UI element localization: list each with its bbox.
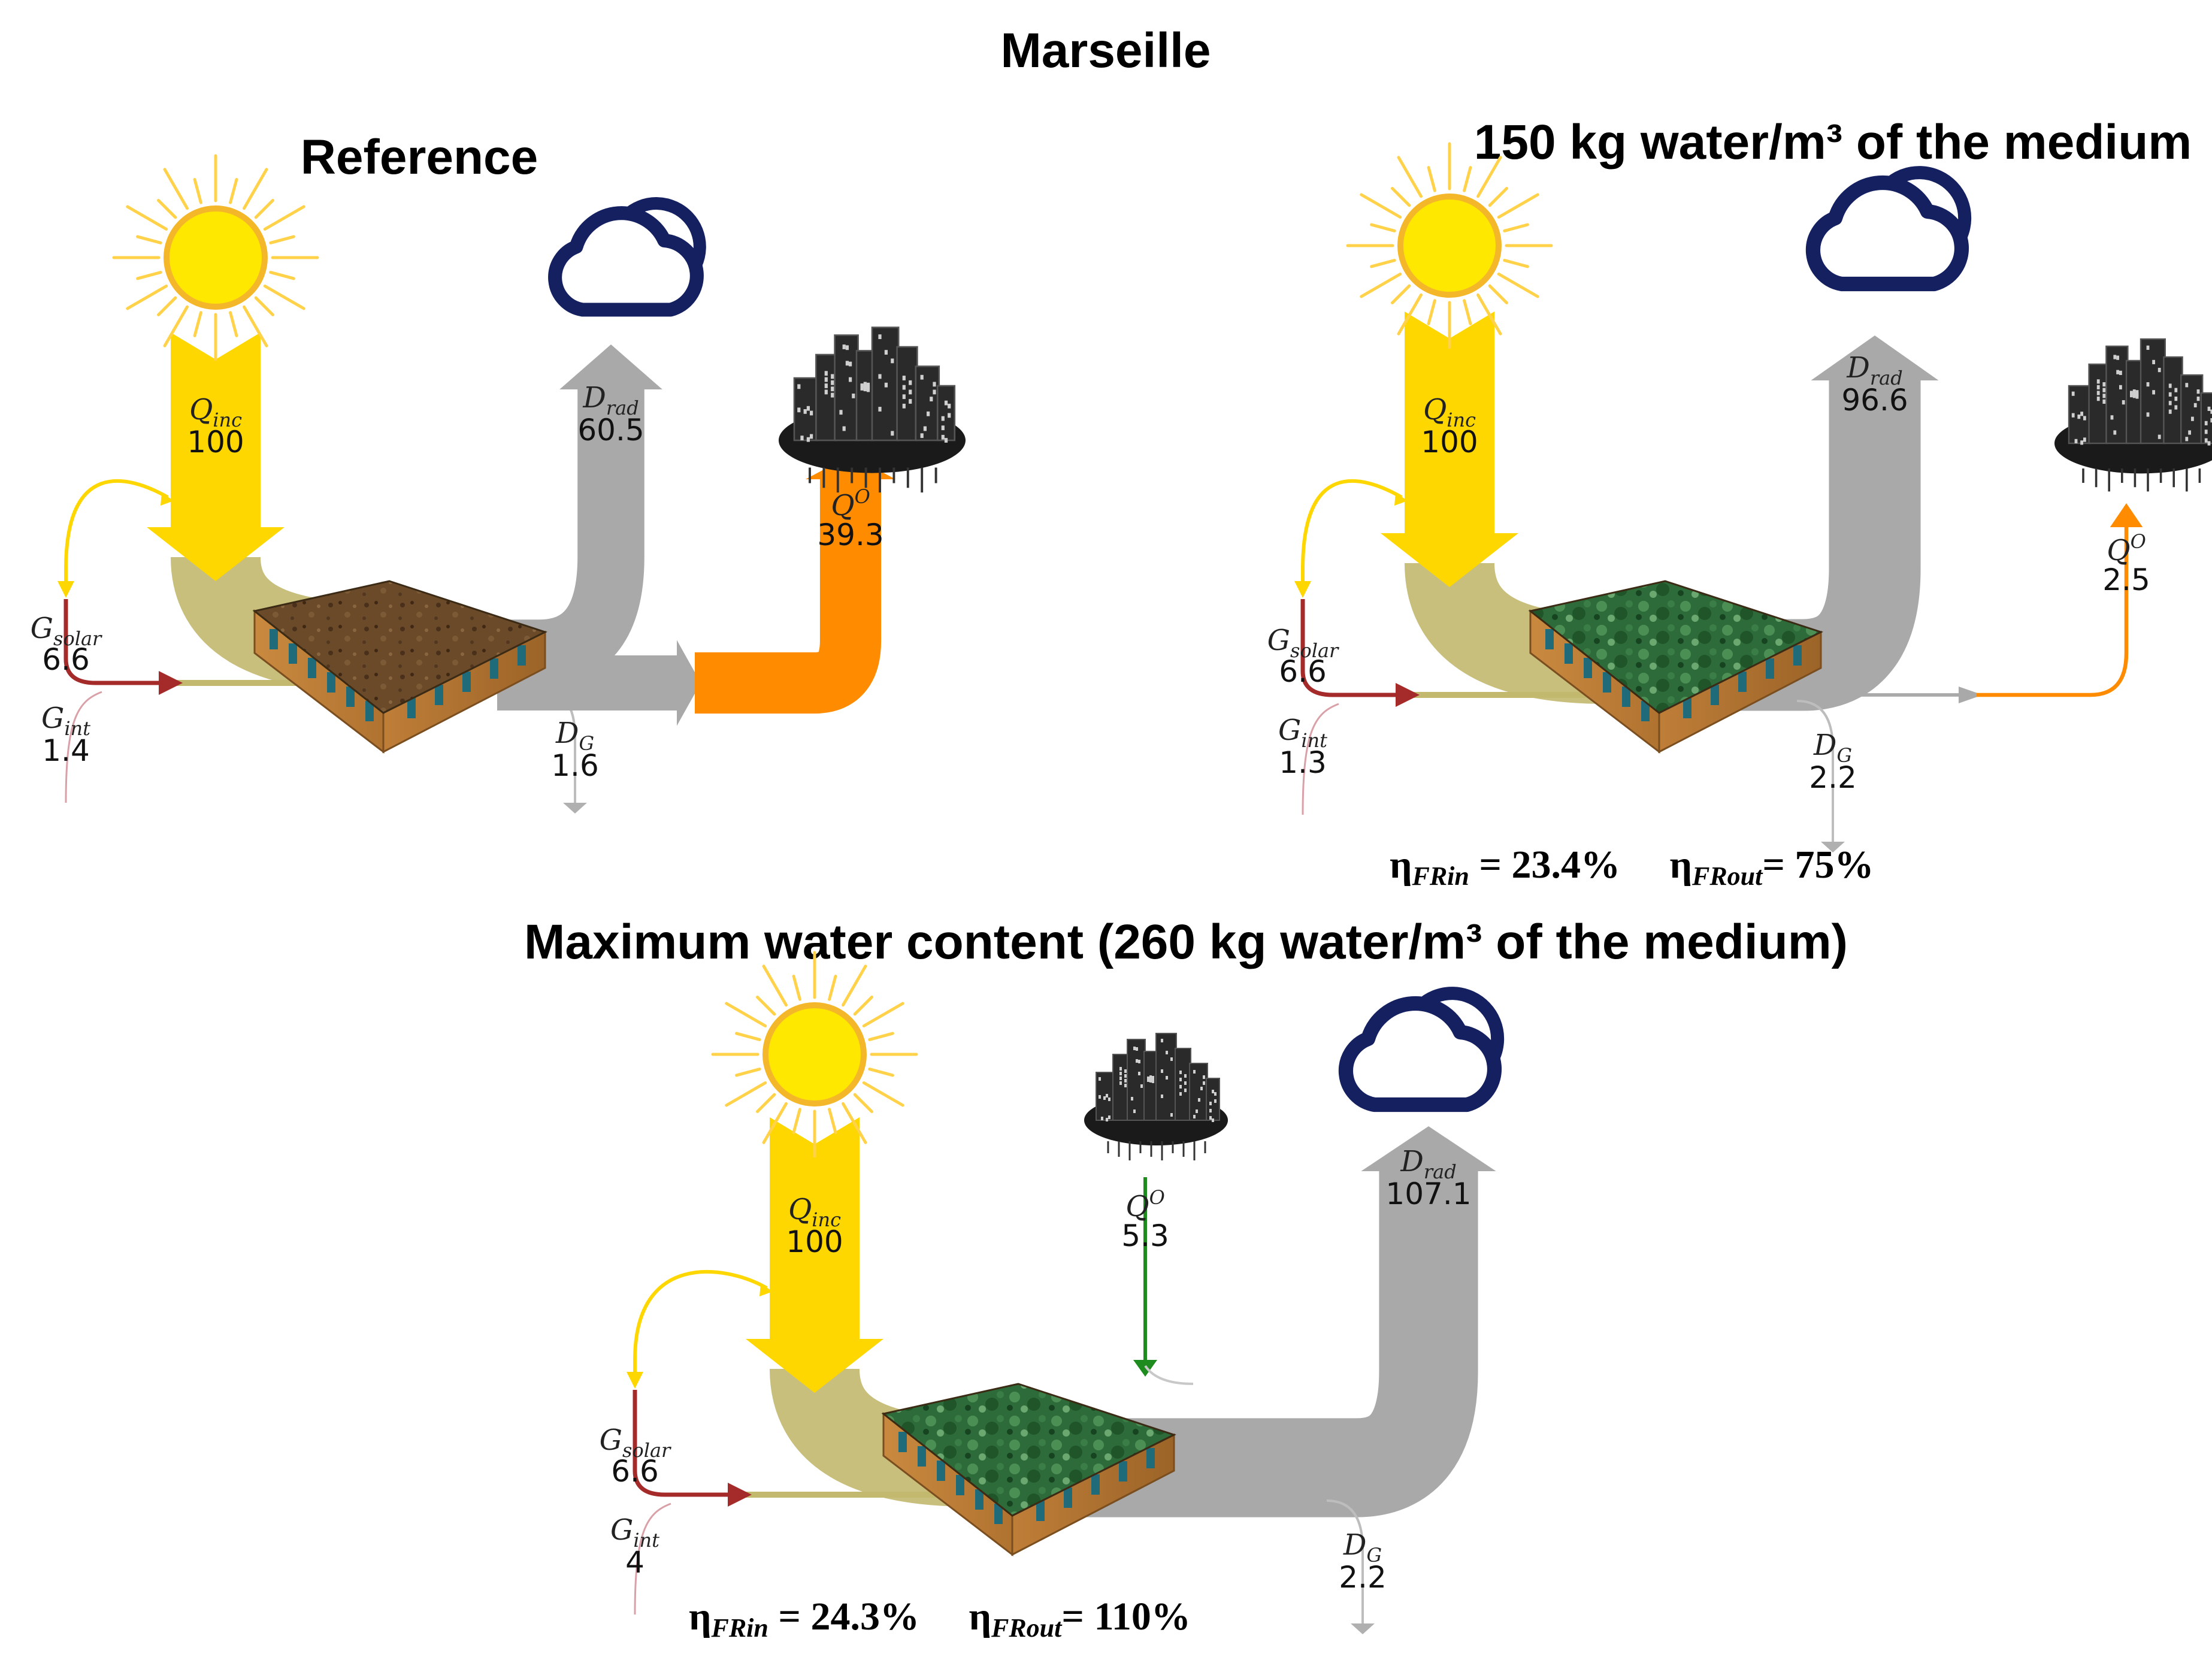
internal-gain-arrowhead	[728, 1483, 752, 1507]
internal-source-line	[65, 691, 102, 803]
ground-flow-line	[1796, 700, 1834, 842]
solar-gain-value: 6.6	[611, 1454, 659, 1489]
branch-arrowhead	[759, 1283, 773, 1296]
green-roof-surface	[1528, 580, 1823, 714]
transfer-arrowhead	[1959, 687, 1983, 703]
urban-symbol: QO	[1125, 1186, 1165, 1223]
radiation-symbol: Drad	[1400, 1145, 1456, 1183]
internal-gain-line	[1300, 599, 1399, 697]
branch-arrowhead	[1394, 492, 1408, 506]
urban-heat-flow	[695, 473, 882, 714]
radiation-flow-band	[1024, 1168, 1478, 1517]
solar-gain-symbol: Gsolar	[31, 612, 102, 650]
panel-title: Reference	[301, 130, 538, 185]
incident-solar-arrow	[1381, 312, 1518, 587]
reflected-solar-branch	[633, 1269, 768, 1378]
internal-source-line	[634, 1502, 671, 1615]
ground-flow-arrowhead	[563, 803, 587, 814]
solar-gain-symbol: Gsolar	[600, 1423, 671, 1462]
branch-arrowhead	[627, 1372, 643, 1389]
ground-flow-arrowhead	[1821, 842, 1845, 852]
urban-value: 5.3	[1121, 1219, 1169, 1253]
solar-gain-value: 6.6	[1279, 654, 1327, 689]
city-icon	[1084, 1033, 1228, 1160]
sun-icon	[1346, 142, 1553, 349]
green-roof-surface	[881, 1383, 1176, 1517]
cloud-icon	[1805, 166, 1972, 292]
sun-icon	[711, 951, 918, 1158]
city-icon	[779, 326, 966, 493]
radiation-symbol: Drad	[582, 381, 639, 419]
panel-title: 150 kg water/m³ of the medium	[1474, 115, 2192, 170]
sun-icon	[112, 154, 319, 361]
reflected-solar-branch	[1301, 479, 1403, 587]
branch-arrowhead	[1294, 581, 1311, 598]
ground-value: 1.6	[551, 748, 599, 783]
building-icon	[1528, 580, 1823, 754]
panel-title: Maximum water content (260 kg water/m³ o…	[524, 915, 1848, 969]
internal-gain-symbol: Gint	[1278, 713, 1327, 752]
radiation-flow-band	[395, 386, 644, 687]
radiation-symbol: Drad	[1846, 351, 1902, 389]
branch-arrowhead	[58, 581, 74, 598]
main-title: Marseille	[1001, 23, 1211, 78]
urban-symbol: QO	[2107, 530, 2146, 567]
internal-gain-value: 1.4	[42, 733, 90, 768]
cloud-icon	[548, 197, 706, 317]
transfer-arrowhead	[677, 640, 701, 726]
internal-gain-line	[63, 599, 162, 685]
ground-flow-line	[1326, 1499, 1364, 1623]
city-icon	[2054, 338, 2212, 492]
internal-gain-value: 1.3	[1279, 745, 1327, 780]
radiation-arrowhead	[1361, 1126, 1496, 1171]
ground-value: 2.2	[1339, 1560, 1387, 1595]
radiation-value: 107.1	[1385, 1177, 1471, 1211]
radiation-arrowhead	[559, 344, 662, 389]
solar-gain-symbol: Gsolar	[1267, 624, 1339, 662]
urban-value: 39.3	[817, 518, 883, 552]
branch-arrowhead	[161, 492, 174, 506]
efficiency-label: ηFRin = 24.3% ηFRout= 110%	[689, 1595, 1191, 1643]
internal-gain-symbol: Gint	[610, 1513, 659, 1552]
incident-symbol: Qinc	[189, 393, 242, 431]
internal-gain-value: 4	[625, 1545, 644, 1580]
radiation-value: 96.6	[1841, 383, 1908, 418]
incident-solar-arrow	[746, 1117, 883, 1393]
incident-symbol: Qinc	[1423, 393, 1476, 431]
solar-gain-value: 6.6	[42, 642, 90, 677]
incident-value: 100	[187, 425, 244, 459]
urban-heat-flow	[1977, 521, 2129, 697]
radiation-value: 60.5	[577, 413, 644, 448]
incident-value: 100	[786, 1224, 843, 1259]
bare-soil-roof-surface	[252, 580, 547, 714]
internal-gain-symbol: Gint	[41, 702, 90, 740]
reflected-solar-branch	[64, 479, 169, 587]
internal-gain-arrowhead	[1396, 683, 1420, 707]
urban-cooling-arrowhead	[1133, 1360, 1157, 1377]
internal-source-line	[1302, 703, 1339, 815]
incident-value: 100	[1421, 425, 1478, 459]
ground-flow-arrowhead	[1351, 1623, 1375, 1634]
incident-symbol: Qinc	[788, 1193, 841, 1231]
urban-value: 2.5	[2102, 563, 2150, 597]
ground-symbol: DG	[1813, 728, 1852, 767]
building-icon	[252, 580, 547, 754]
incident-solar-arrow	[147, 332, 285, 581]
ground-symbol: DG	[1343, 1528, 1382, 1567]
cloud-icon	[1338, 987, 1505, 1112]
urban-heat-arrowhead	[2110, 503, 2143, 527]
ground-symbol: DG	[555, 716, 594, 755]
radiation-arrowhead	[1811, 335, 1939, 380]
urban-symbol: QO	[831, 485, 870, 522]
building-icon	[881, 1383, 1176, 1557]
ground-value: 2.2	[1809, 760, 1857, 795]
efficiency-label: ηFRin = 23.4% ηFRout= 75%	[1390, 843, 1874, 891]
internal-gain-arrowhead	[159, 671, 183, 695]
internal-gain-line	[633, 1390, 731, 1497]
panel-3: Maximum water content (260 kg water/m³ o…	[524, 915, 1848, 1643]
